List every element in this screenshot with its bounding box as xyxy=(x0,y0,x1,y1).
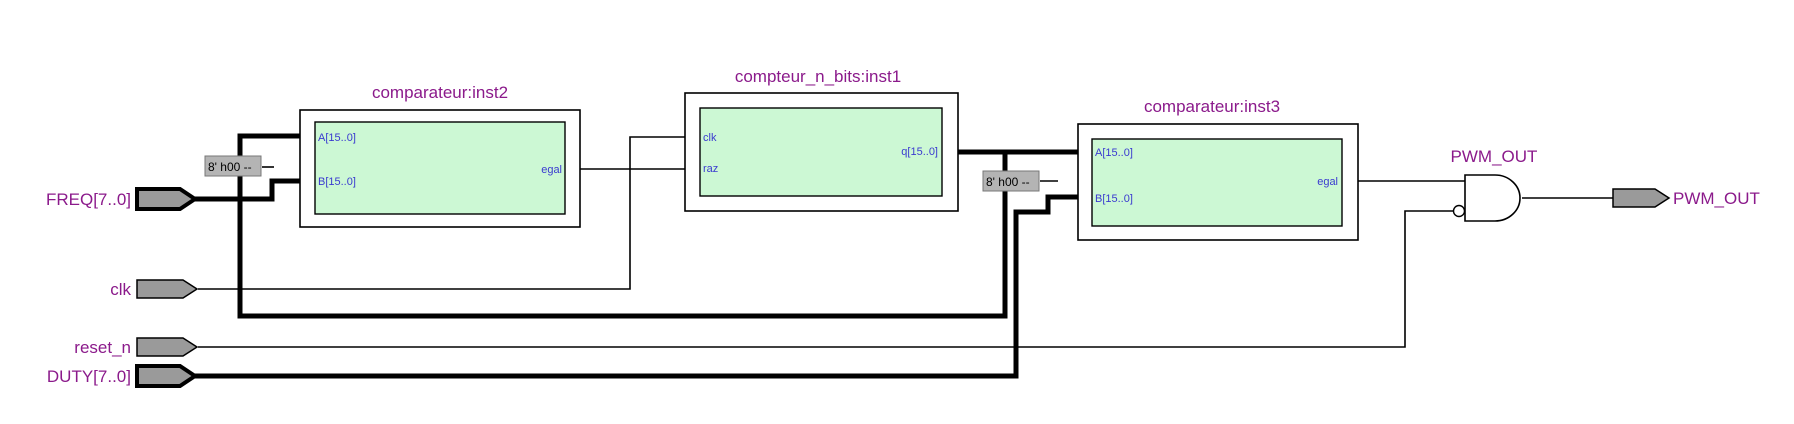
output-pin-pwm[interactable]: PWM_OUT xyxy=(1612,188,1760,208)
bus-freq-down xyxy=(237,150,1008,319)
input-pin-freq[interactable]: FREQ[7..0] xyxy=(46,187,199,211)
block-inst2[interactable]: comparateur:inst2 A[15..0] B[15..0] egal xyxy=(299,83,581,228)
input-pin-clk-label: clk xyxy=(110,280,131,299)
and-gate-body xyxy=(1464,174,1521,222)
input-pin-freq-label: FREQ[7..0] xyxy=(46,190,131,209)
constant-2-label: 8' h00 -- xyxy=(986,175,1030,189)
input-pin-freq-shape xyxy=(135,187,199,211)
block-inst1-body xyxy=(699,107,943,197)
and-gate-label: PWM_OUT xyxy=(1451,147,1538,166)
block-inst2-port-a: A[15..0] xyxy=(318,132,356,144)
block-inst2-body xyxy=(314,121,566,215)
block-inst3-port-b: B[15..0] xyxy=(1095,193,1133,205)
constant-1-box xyxy=(204,155,262,177)
block-inst1-title: compteur_n_bits:inst1 xyxy=(735,67,901,86)
block-inst3-title: comparateur:inst3 xyxy=(1144,97,1280,116)
wire-clk xyxy=(198,136,685,290)
input-pin-reset-shape xyxy=(136,337,199,357)
input-pin-duty-label: DUTY[7..0] xyxy=(47,367,131,386)
block-inst2-title: comparateur:inst2 xyxy=(372,83,508,102)
block-inst3-port-a: A[15..0] xyxy=(1095,147,1133,159)
bus-duty xyxy=(195,194,1078,379)
constant-1[interactable]: 8' h00 -- xyxy=(204,155,262,177)
bus-freq-b xyxy=(240,178,300,202)
wire-reset xyxy=(198,210,1454,348)
block-inst3-body xyxy=(1091,138,1343,227)
block-inst3-port-egal: egal xyxy=(1317,176,1338,188)
input-pin-reset[interactable]: reset_n xyxy=(74,337,199,357)
and-gate-inverter-bubble xyxy=(1452,204,1466,218)
block-inst1[interactable]: compteur_n_bits:inst1 clk raz q[15..0] xyxy=(684,67,959,212)
block-inst1-port-raz: raz xyxy=(703,163,718,175)
constant-1-label: 8' h00 -- xyxy=(208,160,252,174)
output-pin-pwm-shape xyxy=(1612,188,1671,208)
input-pin-duty[interactable]: DUTY[7..0] xyxy=(47,364,199,388)
output-pin-pwm-label: PWM_OUT xyxy=(1673,189,1760,208)
thin-wires xyxy=(198,136,1613,348)
block-inst1-port-q: q[15..0] xyxy=(901,146,938,158)
input-pin-duty-shape xyxy=(135,364,199,388)
constant-2-box xyxy=(982,170,1040,192)
block-inst1-port-clk: clk xyxy=(703,132,717,144)
block-inst2-port-b: B[15..0] xyxy=(318,176,356,188)
input-pin-clk[interactable]: clk xyxy=(110,279,199,299)
bus-wires xyxy=(195,133,1078,379)
input-pin-clk-shape xyxy=(136,279,199,299)
input-pin-reset-label: reset_n xyxy=(74,338,131,357)
block-inst2-port-egal: egal xyxy=(541,164,562,176)
and-gate[interactable]: PWM_OUT xyxy=(1451,147,1538,222)
constant-2[interactable]: 8' h00 -- xyxy=(982,170,1040,192)
block-inst3[interactable]: comparateur:inst3 A[15..0] B[15..0] egal xyxy=(1077,97,1359,241)
